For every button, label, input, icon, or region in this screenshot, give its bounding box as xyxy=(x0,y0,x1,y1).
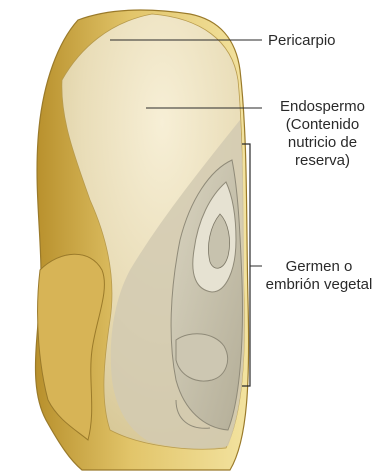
endosperm-label-line-4: reserva) xyxy=(266,152,379,170)
germ-label-line-2: embrión vegetal xyxy=(260,276,378,294)
pericarp-label: Pericarpio xyxy=(268,32,336,50)
endosperm-label-line-1: Endospermo xyxy=(266,98,379,116)
germ-radicle xyxy=(176,334,228,381)
endosperm-label-line-2: (Contenido xyxy=(266,116,379,134)
germ-label: Germen o embrión vegetal xyxy=(260,258,378,294)
endosperm-label-line-3: nutricio de xyxy=(266,134,379,152)
pericarp-label-text: Pericarpio xyxy=(268,32,336,50)
endosperm-label: Endospermo (Contenido nutricio de reserv… xyxy=(266,98,379,170)
germ-label-line-1: Germen o xyxy=(260,258,378,276)
